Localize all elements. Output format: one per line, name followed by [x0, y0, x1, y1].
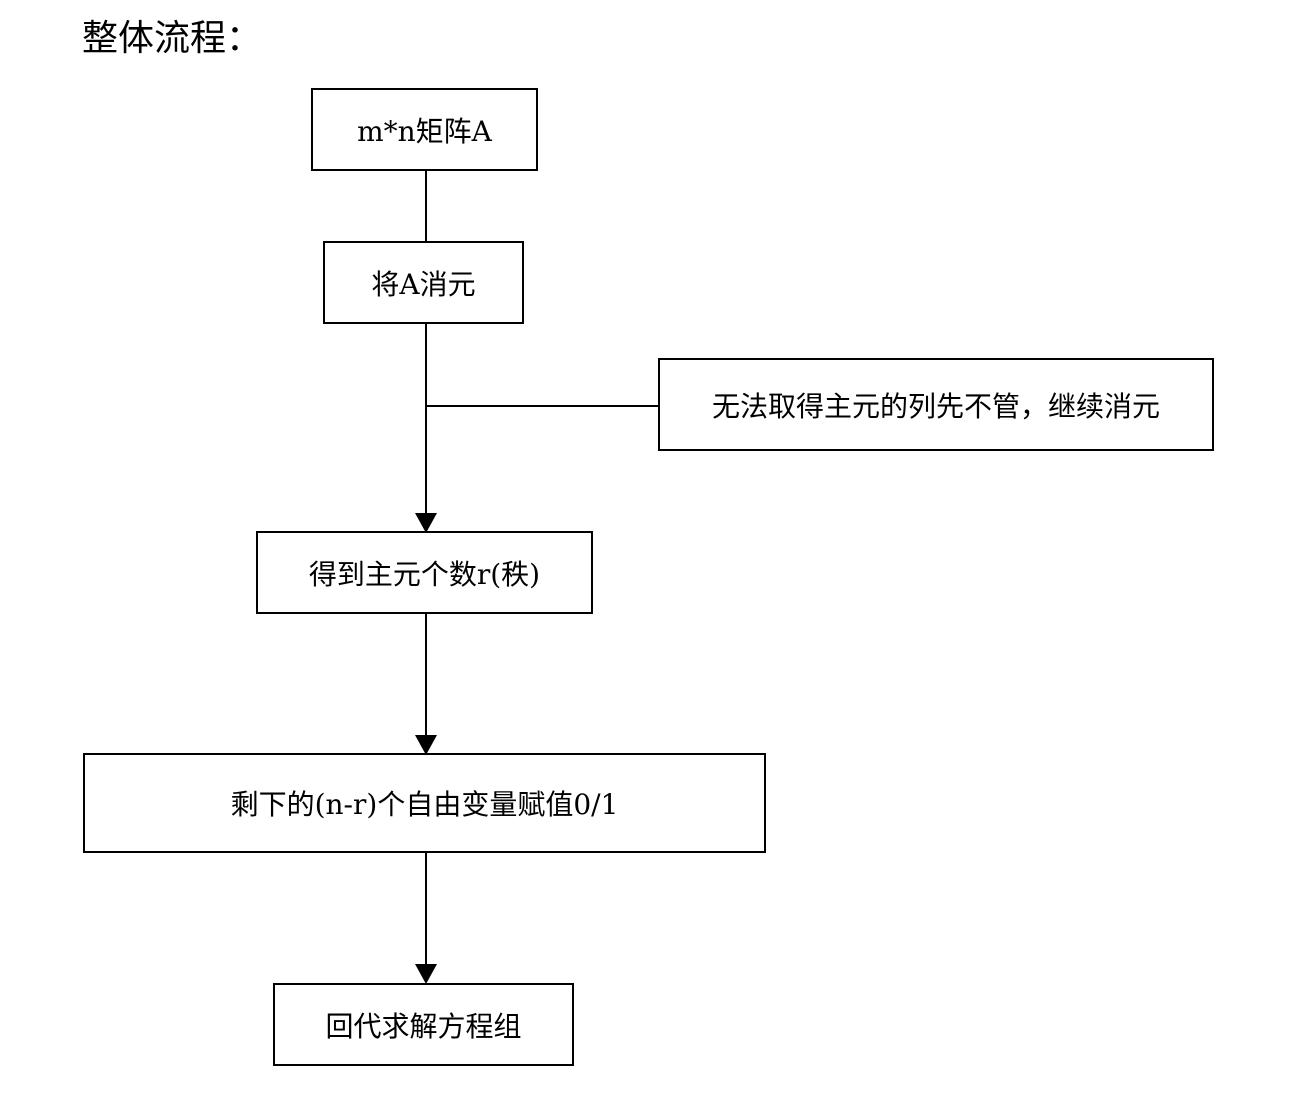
node-rank: 得到主元个数r(秩): [256, 531, 593, 614]
node-eliminate: 将A消元: [323, 241, 524, 324]
node-input-matrix: m*n矩阵A: [311, 88, 538, 171]
arrowhead-to-back-substitute: [415, 964, 437, 984]
node-side-note: 无法取得主元的列先不管，继续消元: [658, 358, 1214, 451]
page-title: 整体流程：: [82, 18, 263, 59]
arrowhead-to-rank: [415, 513, 437, 533]
node-assign-free-variables: 剩下的(n-r)个自由变量赋值0/1: [83, 753, 766, 853]
node-back-substitute: 回代求解方程组: [273, 983, 574, 1066]
arrowhead-to-assign: [415, 735, 437, 755]
